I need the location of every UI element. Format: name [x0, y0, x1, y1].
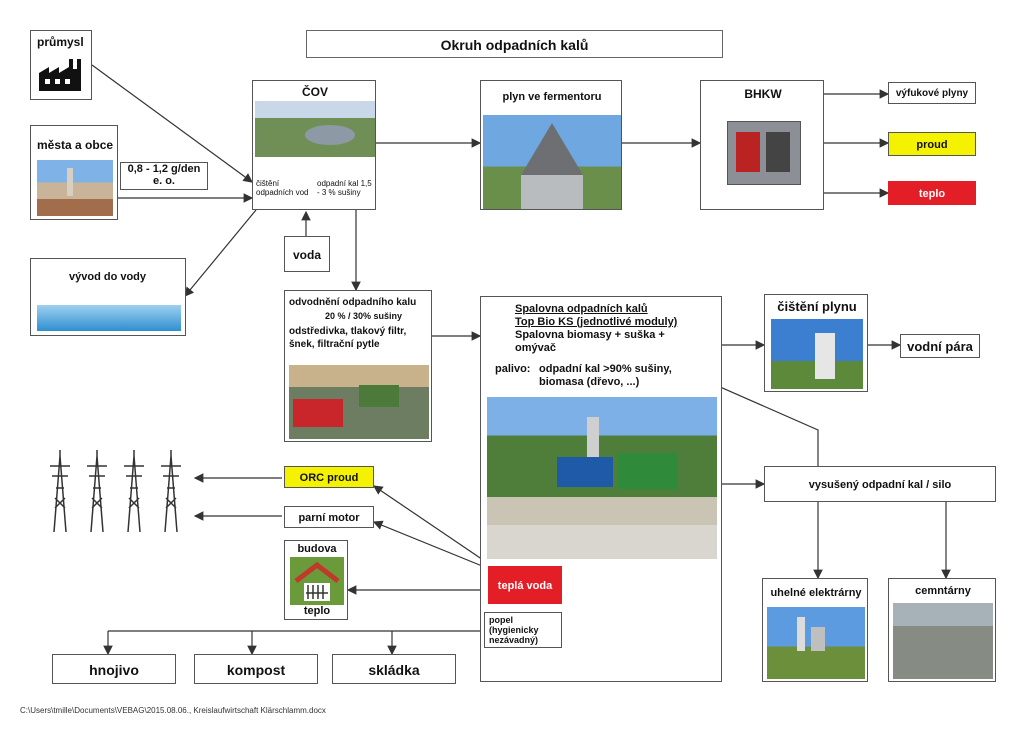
output-fertilizer-label: hnojivo: [89, 662, 139, 678]
output-landfill: skládka: [332, 654, 456, 684]
exhaust-box: výfukové plyny: [888, 82, 976, 104]
building-box: budova teplo: [284, 540, 348, 620]
diagram-title: Okruh odpadních kalů: [306, 30, 723, 58]
heat-box: teplo: [888, 181, 976, 205]
industry-label: průmysl: [37, 35, 84, 49]
industry-box: průmysl: [30, 30, 92, 100]
ash-label: popel (hygienicky nezávadný): [489, 615, 539, 645]
power-label: proud: [916, 139, 948, 151]
town-photo: [37, 160, 113, 216]
water-box: voda: [284, 236, 330, 272]
outflow-box: vývod do vody: [30, 258, 186, 336]
incinerator-line1: Spalovna odpadních kalů: [515, 303, 648, 315]
coal-plant-photo: [767, 607, 865, 679]
ash-box: popel (hygienicky nezávadný): [484, 612, 562, 648]
exhaust-label: výfukové plyny: [895, 88, 969, 99]
coal-plants-box: uhelné elektrárny: [762, 578, 868, 682]
bhkw-box: BHKW: [700, 80, 824, 210]
outflow-label: vývod do vody: [69, 271, 147, 283]
footer-path: C:\Users\tmille\Documents\VEBAG\2015.08.…: [20, 706, 326, 715]
incinerator-line3: Spalovna biomasy + suška + omývač: [515, 329, 665, 354]
output-compost-label: kompost: [226, 662, 286, 678]
fermenter-label: plyn ve fermentoru: [502, 91, 602, 103]
cov-title: ČOV: [301, 85, 328, 99]
steam-engine-box: parní motor: [284, 506, 374, 528]
steam-engine-label: parní motor: [298, 512, 360, 524]
fermenter-tank-icon: [521, 123, 583, 209]
water-label: voda: [292, 248, 321, 262]
steam-box: vodní pára: [900, 334, 980, 358]
output-fertilizer: hnojivo: [52, 654, 176, 684]
heat-label: teplo: [918, 188, 946, 200]
dewatering-line1: odvodnění odpadního kalu: [289, 297, 417, 308]
output-landfill-label: skládka: [368, 662, 420, 678]
cement-label: cemntárny: [915, 585, 971, 597]
gas-cleaning-label: čištění plynu: [777, 299, 857, 314]
dewatering-line2: 20 % / 30% sušiny: [325, 311, 403, 321]
gas-cleaning-photo: [771, 319, 863, 389]
bhkw-title: BHKW: [744, 87, 782, 101]
water-photo: [37, 305, 181, 331]
cov-box: ČOV čištění odpadních vod odpadní kal 1,…: [252, 80, 376, 210]
dewatering-box: odvodnění odpadního kalu 20 % / 30% suši…: [284, 290, 432, 442]
rate-line2: e. o.: [152, 175, 175, 187]
fuel-label: palivo:: [495, 363, 531, 375]
fermenter-box: plyn ve fermentoru: [480, 80, 622, 210]
rate-box: 0,8 - 1,2 g/den e. o.: [120, 162, 208, 190]
cement-box: cemntárny: [888, 578, 996, 682]
incinerator-line2: Top Bio KS (jednotlivé moduly): [515, 316, 678, 328]
building-bottom-label: teplo: [303, 605, 331, 617]
rate-line1: 0,8 - 1,2 g/den: [127, 163, 201, 175]
output-compost: kompost: [194, 654, 318, 684]
fuel-text: odpadní kal >90% sušiny, biomasa (dřevo,…: [539, 363, 672, 388]
hot-water-label: teplá voda: [497, 580, 553, 592]
gas-cleaning-box: čištění plynu: [764, 294, 868, 392]
factory-icon: [39, 59, 81, 91]
cov-sludge-text: odpadní kal 1,5 - 3 % sušiny: [317, 179, 372, 197]
power-pylons-icon: [50, 450, 181, 533]
dried-sludge-label: vysušený odpadní kal / silo: [808, 479, 952, 491]
cov-cleaning-text: čištění odpadních vod: [256, 179, 309, 197]
title-text: Okruh odpadních kalů: [440, 37, 589, 53]
bhkw-photo: [727, 121, 801, 185]
dewatering-line3: odstředivka, tlakový filtr, šnek, filtra…: [289, 326, 407, 350]
fermenter-photo: [483, 115, 621, 209]
steam-label: vodní pára: [907, 339, 973, 354]
dried-sludge-box: vysušený odpadní kal / silo: [764, 466, 996, 502]
power-box: proud: [888, 132, 976, 156]
house-heat-icon: [290, 557, 344, 605]
orc-label: ORC proud: [299, 472, 359, 484]
hot-water-box: teplá voda: [488, 566, 562, 604]
orc-box: ORC proud: [284, 466, 374, 488]
dewatering-photo: [289, 365, 429, 439]
building-top-label: budova: [297, 543, 337, 555]
towns-box: města a obce: [30, 125, 118, 220]
cov-photo: [255, 101, 375, 157]
cement-photo: [893, 603, 993, 679]
incinerator-photo: [487, 397, 717, 525]
towns-label: města a obce: [37, 138, 114, 152]
coal-plants-label: uhelné elektrárny: [770, 587, 862, 599]
